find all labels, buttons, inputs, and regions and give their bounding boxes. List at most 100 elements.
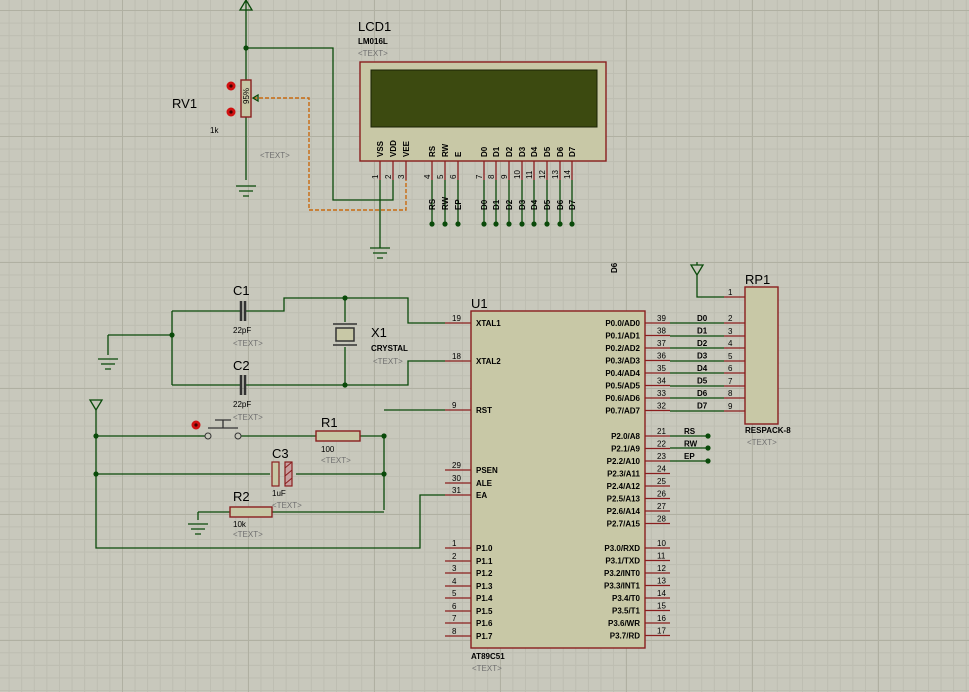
u1-right-pin-number: 39 — [657, 314, 666, 323]
ground-reset-icon[interactable] — [188, 523, 208, 535]
u1-right-pin-name: P3.6/WR — [608, 619, 640, 628]
u1-left-pin-number: 4 — [452, 577, 457, 586]
ground-lcd-icon[interactable] — [370, 247, 390, 259]
lcd-module[interactable]: LCD1 LM016L <TEXT> VSS1VDD2VEE3RS4RW5E6D… — [358, 19, 607, 210]
potentiometer-rv1[interactable]: RV1 1k 95% <TEXT> — [172, 79, 290, 160]
lcd-pin-name: D6 — [556, 146, 565, 157]
rp1-pin-number: 7 — [728, 377, 733, 386]
u1-right-pin-name: P0.2/AD2 — [605, 344, 640, 353]
u1-right-pin-number: 25 — [657, 477, 666, 486]
power-terminal-rp1-icon[interactable] — [689, 262, 705, 277]
lcd-net-junction — [557, 221, 563, 227]
rp1-pin-number: 9 — [728, 402, 733, 411]
u1-right-pin-number: 38 — [657, 327, 666, 336]
u1-left-pin-number: 30 — [452, 474, 461, 483]
u1-reference: U1 — [471, 296, 488, 311]
capacitor-c3[interactable]: C3 1uF <TEXT> — [271, 446, 302, 510]
crystal-x1[interactable]: X1 CRYSTAL <TEXT> — [333, 323, 408, 366]
ground-crystal-icon[interactable] — [98, 335, 118, 370]
r1-value: 100 — [321, 445, 335, 454]
u1-right-pin-number: 33 — [657, 389, 666, 398]
lcd-pin-number: 9 — [500, 174, 509, 179]
u1-net-label: RW — [684, 440, 698, 449]
lcd-reference: LCD1 — [358, 19, 391, 34]
lcd-pins: VSS1VDD2VEE3RS4RW5E6D07D18D29D310D411D51… — [371, 140, 577, 210]
lcd-net-junction — [455, 221, 461, 227]
lcd-screen — [370, 69, 598, 128]
lcd-net-label: D5 — [543, 199, 552, 210]
u1-right-pin-name: P3.5/T1 — [612, 607, 641, 616]
u1-left-pin-name: P1.1 — [476, 557, 493, 566]
u1-right-pin-name: P2.1/A9 — [611, 445, 640, 454]
reset-pushbutton[interactable] — [198, 419, 242, 440]
u1-net-label: D3 — [697, 352, 708, 361]
u1-left-pin-number: 19 — [452, 314, 461, 323]
lcd-pin-number: 14 — [563, 170, 572, 179]
rp1-reference: RP1 — [745, 272, 770, 287]
lcd-pin-name: VSS — [376, 140, 385, 157]
u1-right-pin-number: 37 — [657, 339, 666, 348]
rp1-model: RESPACK-8 — [745, 426, 791, 435]
lcd-net-label: RW — [441, 196, 450, 210]
u1-left-pin-name: P1.6 — [476, 619, 493, 628]
u1-right-pin-number: 17 — [657, 627, 666, 636]
resistor-r1[interactable]: R1 100 <TEXT> — [315, 415, 361, 465]
lcd-pin-name: D5 — [543, 146, 552, 157]
microcontroller-u1[interactable]: U1 AT89C51 <TEXT> 19XTAL118XTAL29RST29PS… — [445, 296, 708, 673]
u1-right-pin-name: P2.6/A14 — [607, 507, 641, 516]
c3-value: 1uF — [272, 489, 286, 498]
u1-right-pin-name: P0.7/AD7 — [605, 407, 640, 416]
rv1-up-probe-icon[interactable] — [226, 81, 236, 91]
r1-reference: R1 — [321, 415, 338, 430]
c1-text-placeholder: <TEXT> — [233, 339, 263, 348]
u1-net-label: D4 — [697, 364, 708, 373]
lcd-pin-number: 7 — [475, 174, 484, 179]
u1-right-pin-name: P3.7/RD — [610, 632, 640, 641]
u1-left-pin-name: XTAL1 — [476, 319, 501, 328]
u1-right-pin-name: P2.5/A13 — [607, 495, 641, 504]
u1-right-pin-number: 10 — [657, 539, 666, 548]
u1-right-pins: 39P0.0/AD0D038P0.1/AD1D137P0.2/AD2D236P0… — [604, 314, 708, 641]
u1-right-pin-number: 11 — [657, 552, 666, 561]
power-terminal-top-icon[interactable] — [238, 0, 254, 11]
resistor-r2[interactable]: R2 10k <TEXT> — [229, 489, 273, 539]
u1-right-pin-name: P3.3/INT1 — [604, 582, 641, 591]
u1-net-label: RS — [684, 427, 696, 436]
u1-left-pin-name: P1.7 — [476, 632, 493, 641]
r2-reference: R2 — [233, 489, 250, 504]
capacitor-c2[interactable]: C2 22pF <TEXT> — [230, 358, 263, 422]
u1-right-pin-name: P0.3/AD3 — [605, 357, 640, 366]
junction-dots — [93, 45, 711, 477]
wires — [95, 10, 724, 549]
u1-left-pin-name: P1.3 — [476, 582, 493, 591]
u1-right-pin-name: P3.0/RXD — [604, 544, 640, 553]
c1-value: 22pF — [233, 326, 251, 335]
ground-rv1-icon[interactable] — [236, 185, 256, 197]
u1-right-pin-number: 14 — [657, 589, 666, 598]
c3-reference: C3 — [272, 446, 289, 461]
lcd-net-label: D7 — [568, 199, 577, 210]
lcd-net-label: D1 — [492, 199, 501, 210]
c1-reference: C1 — [233, 283, 250, 298]
lcd-pin-number: 12 — [538, 170, 547, 179]
rv1-reference: RV1 — [172, 96, 197, 111]
u1-left-pin-name: PSEN — [476, 466, 498, 475]
lcd-pin-name: RW — [441, 143, 450, 157]
pushbutton-probe-icon[interactable] — [191, 420, 201, 430]
capacitor-c1[interactable]: C1 22pF <TEXT> — [230, 283, 263, 348]
lcd-net-label: D4 — [530, 199, 539, 210]
r2-text-placeholder: <TEXT> — [233, 530, 263, 539]
u1-right-pin-name: P0.0/AD0 — [605, 319, 640, 328]
u1-right-pin-name: P2.2/A10 — [607, 457, 641, 466]
lcd-net-junction — [493, 221, 499, 227]
lcd-net-junction — [429, 221, 435, 227]
rv1-down-probe-icon[interactable] — [226, 107, 236, 117]
lcd-net-junction — [544, 221, 550, 227]
lcd-pin-name: D2 — [505, 146, 514, 157]
u1-right-pin-name: P0.6/AD6 — [605, 394, 640, 403]
u1-right-pin-number: 16 — [657, 614, 666, 623]
power-terminal-reset-icon[interactable] — [88, 399, 104, 412]
